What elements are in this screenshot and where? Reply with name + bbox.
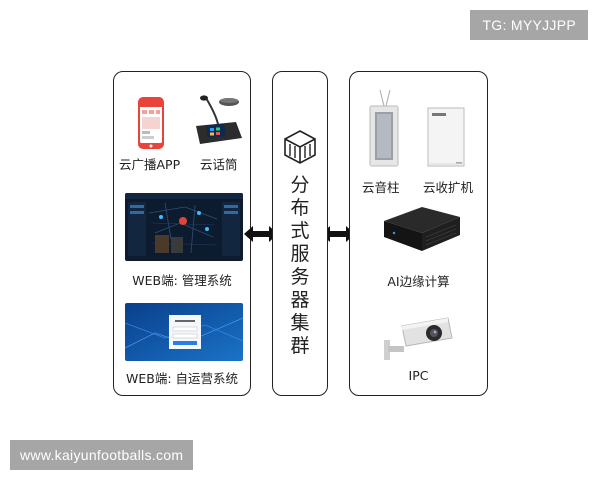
client-panel: 云广播APP 云话筒 WEB端: 管理系统 <box>113 71 251 396</box>
ai-edge-label: AI边缘计算 <box>387 274 450 289</box>
amplifier-label: 云收扩机 <box>423 180 474 195</box>
cube-logo-icon <box>284 130 316 164</box>
web-ops-screenshot <box>125 303 243 361</box>
title-char: 分 <box>290 174 310 196</box>
double-arrow-icon <box>321 226 355 242</box>
title-char: 集 <box>290 312 310 334</box>
mic-label: 云话筒 <box>200 157 238 172</box>
title-char: 布 <box>290 197 310 219</box>
title-char: 式 <box>290 220 310 242</box>
web-admin-label: WEB端: 管理系统 <box>132 273 232 288</box>
ipc-label: IPC <box>408 368 429 383</box>
device-panel: 云音柱 云收扩机 AI边缘计算 IPC <box>349 71 488 396</box>
amplifier-icon <box>427 107 465 167</box>
server-cluster-title: 分 布 式 服 务 器 集 群 <box>273 174 327 358</box>
app-label: 云广播APP <box>119 157 181 172</box>
desktop-microphone-icon <box>196 95 242 144</box>
double-arrow-icon <box>244 226 278 242</box>
web-ops-label: WEB端: 自运营系统 <box>125 371 239 386</box>
watermark-site: www.kaiyunfootballs.com <box>10 440 194 470</box>
title-char: 服 <box>290 243 310 265</box>
column-speaker-icon <box>369 89 399 167</box>
edge-computer-icon <box>384 207 460 251</box>
column-speaker-label: 云音柱 <box>362 180 400 195</box>
title-char: 器 <box>290 289 310 311</box>
title-char: 务 <box>290 266 310 288</box>
watermark-tg: TG: MYYJJPP <box>470 10 588 40</box>
web-admin-screenshot <box>125 193 243 261</box>
phone-icon <box>138 97 164 149</box>
server-cluster-panel: 分 布 式 服 务 器 集 群 <box>272 71 328 396</box>
ip-camera-icon <box>384 317 453 360</box>
title-char: 群 <box>290 335 310 357</box>
